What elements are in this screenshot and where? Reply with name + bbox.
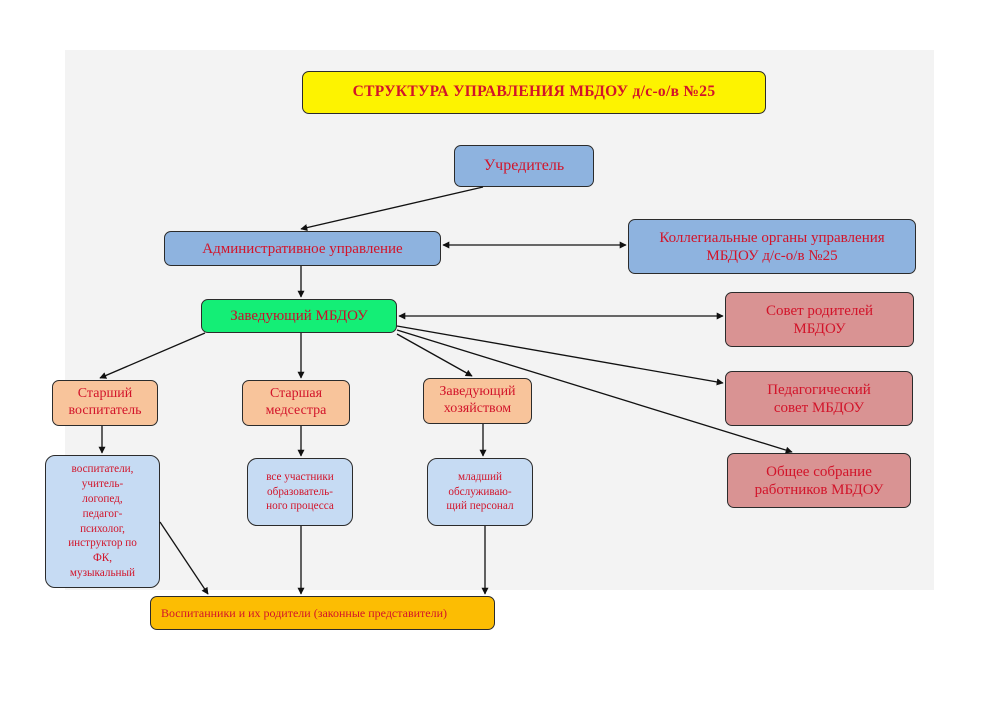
node-junior-staff-line-2: обслуживаю- xyxy=(448,485,512,498)
node-teachers-line-6: инструктор по xyxy=(68,537,137,550)
node-junior-staff-line-3: щий персонал xyxy=(446,500,514,513)
node-collegial: Коллегиальные органы управления МБДОУ д/… xyxy=(628,219,916,274)
node-parents-council-line-1: Совет родителей xyxy=(765,302,874,319)
arrow-head-to-senior-teacher xyxy=(99,332,206,379)
node-junior-staff-label: младший обслуживаю- щий персонал xyxy=(446,470,513,515)
node-household-head-line-1: Заведующий xyxy=(439,384,516,400)
node-senior-teacher-line-2: воспитатель xyxy=(68,403,142,418)
node-admin-label: Административное управление xyxy=(202,240,403,257)
node-junior-staff-line-1: младший xyxy=(458,470,502,483)
node-pupils-label: Воспитанники и их родители (законные пре… xyxy=(161,605,448,620)
node-teachers-line-2: учитель- xyxy=(81,477,124,490)
node-ped-council-line-2: совет МБДОУ xyxy=(773,399,865,416)
node-senior-nurse-line-1: Старшая xyxy=(269,386,323,402)
diagram-title: СТРУКТУРА УПРАВЛЕНИЯ МБДОУ д/с-о/в №25 xyxy=(302,71,766,114)
node-senior-teacher-line-1: Старший xyxy=(77,386,133,402)
node-ped-council: Педагогический совет МБДОУ xyxy=(725,371,913,426)
node-head-label: Заведующий МБДОУ xyxy=(230,308,368,324)
node-senior-nurse-label: Старшая медсестра xyxy=(266,386,327,420)
node-household-head-line-2: хозяйством xyxy=(443,401,512,416)
node-participants-line-2: образователь- xyxy=(267,485,333,498)
node-parents-council-line-2: МБДОУ xyxy=(793,320,846,337)
node-household-head: Заведующий хозяйством xyxy=(423,378,532,424)
node-participants-line-3: ного процесса xyxy=(266,500,334,513)
arrow-head-to-ped-council xyxy=(396,325,724,386)
arrow-head-to-household xyxy=(396,333,473,377)
diagram-title-text: СТРУКТУРА УПРАВЛЕНИЯ МБДОУ д/с-о/в №25 xyxy=(352,83,716,101)
node-founder: Учредитель xyxy=(454,145,594,187)
node-parents-council-label: Совет родителей МБДОУ xyxy=(766,302,873,338)
node-ped-council-label: Педагогический совет МБДОУ xyxy=(767,381,871,417)
node-participants-label: все участники образователь- ного процесс… xyxy=(266,470,334,515)
arrow-teachers-to-pupils xyxy=(159,521,209,595)
node-ped-council-line-1: Педагогический xyxy=(767,381,871,398)
node-general-meeting-line-1: Общее собрание xyxy=(766,463,872,480)
node-collegial-line-1: Коллегиальные органы управления xyxy=(659,229,885,246)
node-teachers-label: воспитатели, учитель- логопед, педагог- … xyxy=(68,462,137,581)
node-teachers-line-5: психолог, xyxy=(80,522,125,535)
node-collegial-label: Коллегиальные органы управления МБДОУ д/… xyxy=(659,229,884,265)
node-senior-nurse: Старшая медсестра xyxy=(242,380,350,426)
node-pupils: Воспитанники и их родители (законные пре… xyxy=(150,596,495,630)
node-senior-teacher-label: Старший воспитатель xyxy=(69,386,142,420)
node-head: Заведующий МБДОУ xyxy=(201,299,397,333)
node-senior-nurse-line-2: медсестра xyxy=(265,403,327,418)
node-founder-label: Учредитель xyxy=(483,157,565,175)
node-teachers-line-8: музыкальный xyxy=(69,567,136,580)
arrow-founder-to-admin xyxy=(300,186,484,231)
node-senior-teacher: Старший воспитатель xyxy=(52,380,158,426)
node-parents-council: Совет родителей МБДОУ xyxy=(725,292,914,347)
node-general-meeting-label: Общее собрание работников МБДОУ xyxy=(755,463,884,499)
node-junior-staff: младший обслуживаю- щий персонал xyxy=(427,458,533,526)
node-teachers-line-1: воспитатели, xyxy=(71,462,134,475)
node-general-meeting: Общее собрание работников МБДОУ xyxy=(727,453,911,508)
node-teachers-line-3: логопед, xyxy=(82,492,123,505)
node-general-meeting-line-2: работников МБДОУ xyxy=(754,481,884,498)
arrow-head-to-general-meeting xyxy=(396,329,793,454)
node-teachers-line-4: педагог- xyxy=(82,507,123,520)
node-teachers: воспитатели, учитель- логопед, педагог- … xyxy=(45,455,160,588)
node-teachers-line-7: ФК, xyxy=(92,552,113,565)
node-household-head-label: Заведующий хозяйством xyxy=(439,384,515,418)
node-admin: Административное управление xyxy=(164,231,441,266)
node-participants: все участники образователь- ного процесс… xyxy=(247,458,353,526)
node-collegial-line-2: МБДОУ д/с-о/в №25 xyxy=(706,247,838,264)
node-participants-line-1: все участники xyxy=(266,470,334,483)
